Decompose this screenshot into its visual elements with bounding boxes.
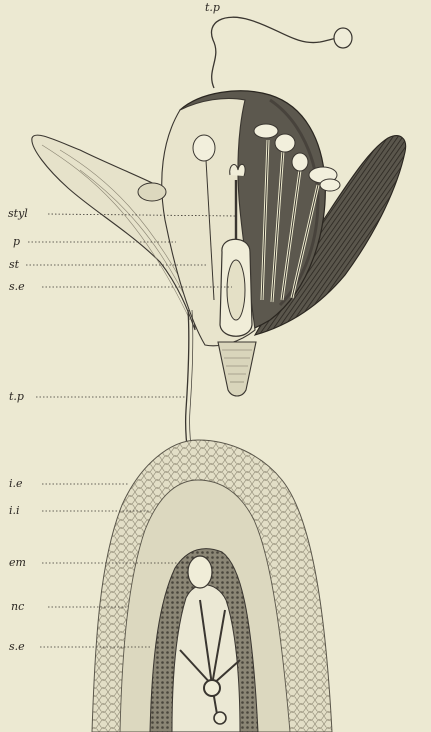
- label-ie: i.e: [9, 478, 23, 490]
- pollen-tube-upper: [211, 17, 340, 88]
- label-styl: styl: [8, 208, 28, 220]
- pollen-grain: [334, 28, 352, 48]
- antipodal: [214, 712, 226, 724]
- label-se-lower: s.e: [9, 641, 25, 653]
- label-ii: i.i: [9, 505, 20, 517]
- nucleus: [204, 680, 220, 696]
- label-tp-top: t.p: [205, 2, 220, 14]
- label-p: p: [13, 236, 20, 248]
- label-st: st: [9, 259, 19, 271]
- sepal-lobe: [138, 183, 166, 201]
- label-nc: nc: [11, 601, 24, 613]
- embryo: [188, 556, 212, 588]
- anther-left: [193, 135, 215, 161]
- label-tp-mid: t.p: [9, 391, 24, 403]
- label-se-upper: s.e: [9, 281, 25, 293]
- label-em: em: [9, 557, 26, 569]
- embryo-sac-upper: [227, 260, 245, 320]
